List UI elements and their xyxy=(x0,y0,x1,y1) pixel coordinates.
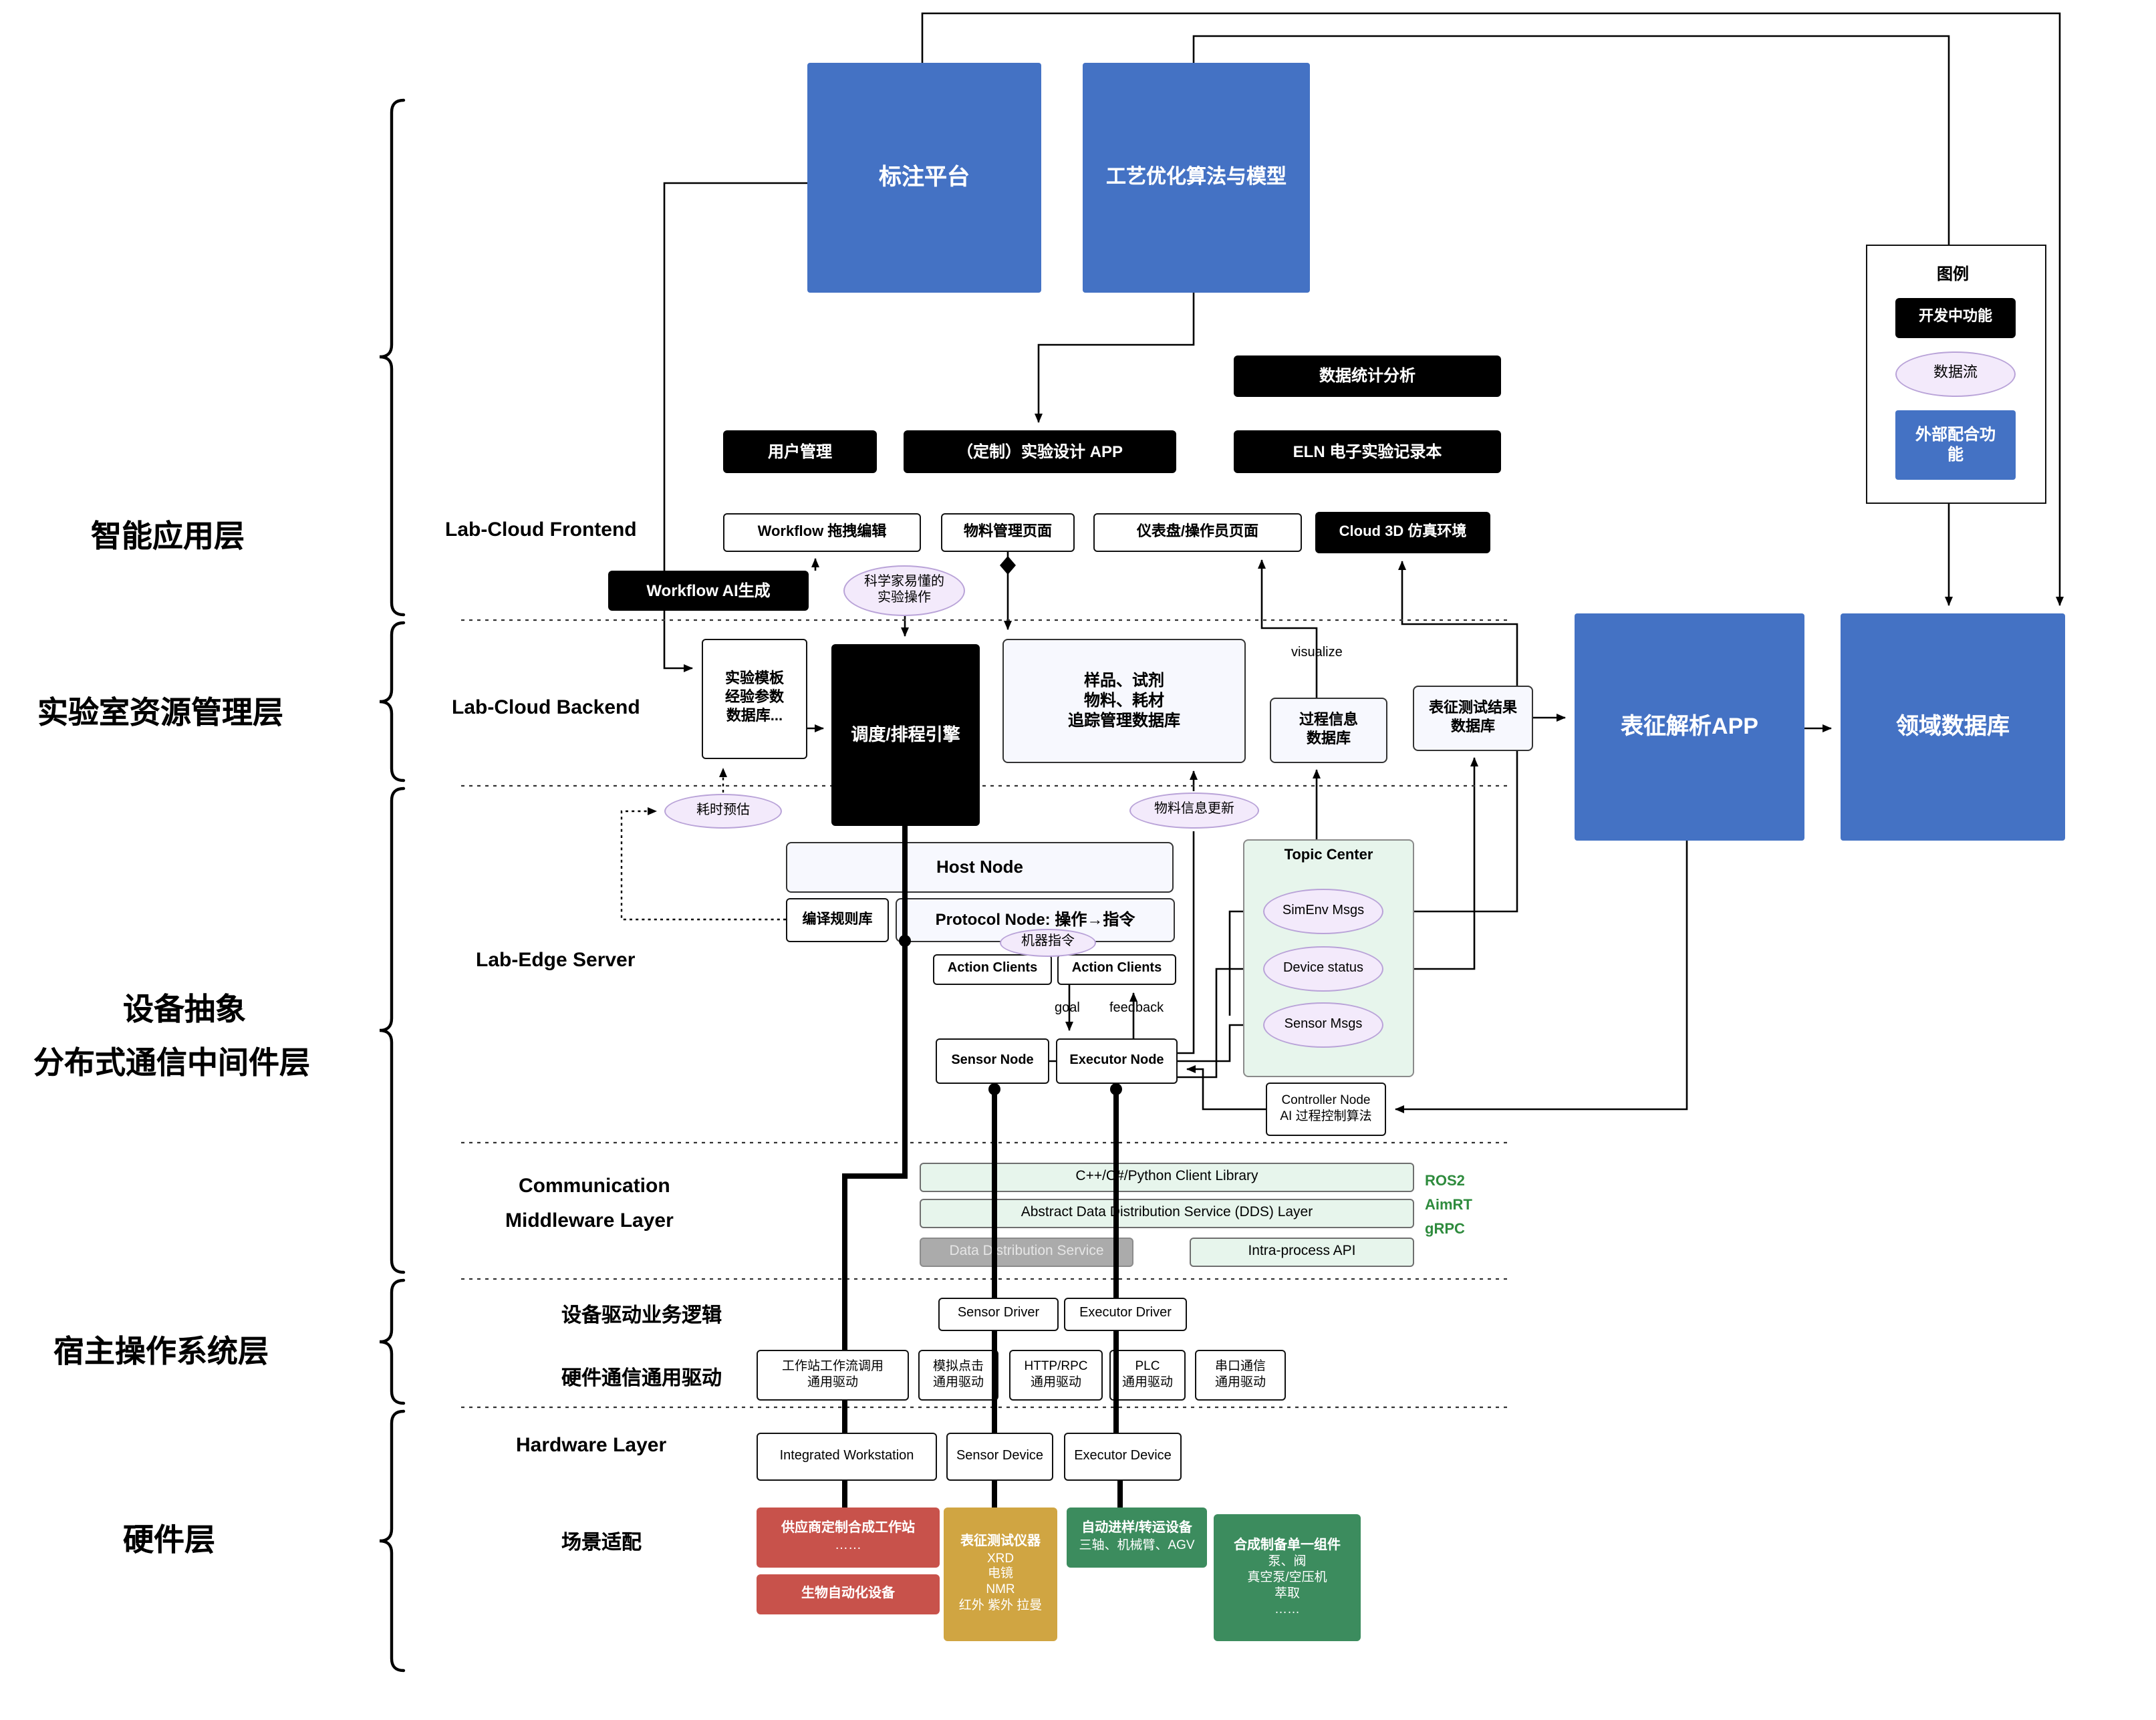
node-executor-device: Executor Device xyxy=(1064,1433,1182,1481)
node-dds-service: Data Distribution Service xyxy=(920,1238,1133,1267)
label-grpc: gRPC xyxy=(1425,1222,1465,1238)
node-characterization-result-db: 表征测试结果 数据库 xyxy=(1413,686,1533,751)
legend-title: 图例 xyxy=(1937,265,1970,283)
legend-dev-feature: 开发中功能 xyxy=(1895,298,2016,338)
section-hardware-layer: Hardware Layer xyxy=(516,1434,667,1457)
section-device-driver-logic: 设备驱动业务逻辑 xyxy=(561,1304,722,1327)
node-integrated-workstation: Integrated Workstation xyxy=(757,1433,937,1481)
label-aimrt: AimRT xyxy=(1425,1197,1472,1213)
dataflow-scientist-ops: 科学家易懂的 实验操作 xyxy=(843,565,965,616)
node-process-info-db: 过程信息 数据库 xyxy=(1270,698,1387,763)
node-synthesis-components: 合成制备单一组件 泵、阀 真空泵/空压机 萃取 …… xyxy=(1214,1514,1361,1641)
node-experiment-template-db: 实验模板 经验参数 数据库... xyxy=(702,639,807,759)
layer-label-middleware: 分布式通信中间件层 xyxy=(33,1045,310,1080)
node-domain-database: 领域数据库 xyxy=(1841,613,2065,841)
node-host-node: Host Node xyxy=(786,842,1174,893)
layer-label-lab-resource: 实验室资源管理层 xyxy=(37,695,283,730)
node-intra-process-api: Intra-process API xyxy=(1190,1238,1414,1267)
legend-external-feature: 外部配合功能 xyxy=(1895,410,2016,480)
layer-label-host-os: 宿主操作系统层 xyxy=(53,1334,269,1369)
node-action-clients-2: Action Clients xyxy=(1057,954,1176,985)
node-sensor-device: Sensor Device xyxy=(946,1433,1053,1481)
dataflow-device-status: Device status xyxy=(1263,946,1383,992)
node-driver-click: 模拟点击通用驱动 xyxy=(918,1350,998,1401)
node-cloud-3d-sim: Cloud 3D 仿真环境 xyxy=(1315,512,1490,553)
node-driver-serial: 串口通信通用驱动 xyxy=(1195,1350,1286,1401)
node-characterization-app: 表征解析APP xyxy=(1575,613,1804,841)
node-characterization-instruments: 表征测试仪器 XRD 电镜 NMR 红外 紫外 拉曼 xyxy=(944,1508,1057,1641)
node-vendor-workstation: 供应商定制合成工作站 …… xyxy=(757,1508,940,1568)
node-action-clients-1: Action Clients xyxy=(933,954,1052,985)
layer-label-hardware: 硬件层 xyxy=(123,1522,215,1557)
label-goal: goal xyxy=(1055,1001,1080,1016)
solid-arrows xyxy=(663,12,2064,1113)
node-sample-tracking-db: 样品、试剂 物料、耗材 追踪管理数据库 xyxy=(1002,639,1246,763)
section-communication: Communication xyxy=(519,1175,670,1197)
section-middleware-layer: Middleware Layer xyxy=(505,1209,674,1232)
section-lab-cloud-frontend: Lab-Cloud Frontend xyxy=(445,519,637,541)
layer-separators xyxy=(461,619,1508,1409)
node-executor-driver: Executor Driver xyxy=(1064,1298,1187,1331)
section-lab-cloud-backend: Lab-Cloud Backend xyxy=(452,696,640,719)
label-feedback: feedback xyxy=(1109,1001,1164,1016)
node-workflow-editor: Workflow 拖拽编辑 xyxy=(723,513,921,552)
label-visualize: visualize xyxy=(1291,646,1343,660)
node-process-optimization: 工艺优化算法与模型 xyxy=(1083,63,1310,293)
node-annotation-platform: 标注平台 xyxy=(807,63,1041,293)
node-sensor-driver: Sensor Driver xyxy=(938,1298,1059,1331)
node-user-management: 用户管理 xyxy=(723,430,877,473)
dataflow-material-update: 物料信息更新 xyxy=(1129,793,1259,829)
node-controller-node: Controller Node AI 过程控制算法 xyxy=(1266,1083,1386,1136)
node-custom-experiment-app: （定制）实验设计 APP xyxy=(904,430,1176,473)
node-dashboard-page: 仪表盘/操作员页面 xyxy=(1093,513,1302,552)
section-lab-edge-server: Lab-Edge Server xyxy=(476,949,636,972)
legend-dataflow: 数据流 xyxy=(1895,351,2016,397)
section-scene-adaptation: 场景适配 xyxy=(561,1532,642,1554)
label-ros2: ROS2 xyxy=(1425,1173,1465,1189)
node-transfer-devices: 自动进样/转运设备 三轴、机械臂、AGV xyxy=(1067,1508,1207,1568)
dataflow-simenv-msgs: SimEnv Msgs xyxy=(1263,889,1383,934)
node-scheduler-engine: 调度/排程引擎 xyxy=(831,644,980,826)
topic-center-title: Topic Center xyxy=(1284,847,1373,863)
dataflow-machine-command: 机器指令 xyxy=(1000,929,1096,957)
node-data-statistics: 数据统计分析 xyxy=(1234,355,1501,397)
node-workflow-ai-gen: Workflow AI生成 xyxy=(608,571,809,611)
node-sensor-node: Sensor Node xyxy=(936,1038,1049,1084)
legend: 图例 开发中功能 数据流 外部配合功能 xyxy=(1866,245,2046,504)
node-compile-rule-lib: 编译规则库 xyxy=(786,898,889,942)
dotted-arrows xyxy=(620,768,786,921)
node-dds-abstract-layer: Abstract Data Distribution Service (DDS)… xyxy=(920,1199,1414,1228)
node-bio-automation: 生物自动化设备 xyxy=(757,1574,940,1614)
layer-label-device-abstraction: 设备抽象 xyxy=(123,992,246,1026)
dataflow-time-estimate: 耗时预估 xyxy=(664,794,782,829)
node-driver-workstation: 工作站工作流调用通用驱动 xyxy=(757,1350,909,1401)
section-hw-comm-driver: 硬件通信通用驱动 xyxy=(561,1367,722,1390)
node-client-library: C++/C#/Python Client Library xyxy=(920,1163,1414,1192)
layer-label-intelligent-app: 智能应用层 xyxy=(91,519,245,553)
layer-braces xyxy=(379,98,406,1673)
dataflow-sensor-msgs: Sensor Msgs xyxy=(1263,1002,1383,1048)
node-eln: ELN 电子实验记录本 xyxy=(1234,430,1501,473)
node-executor-node: Executor Node xyxy=(1056,1038,1178,1084)
node-material-page: 物料管理页面 xyxy=(941,513,1075,552)
